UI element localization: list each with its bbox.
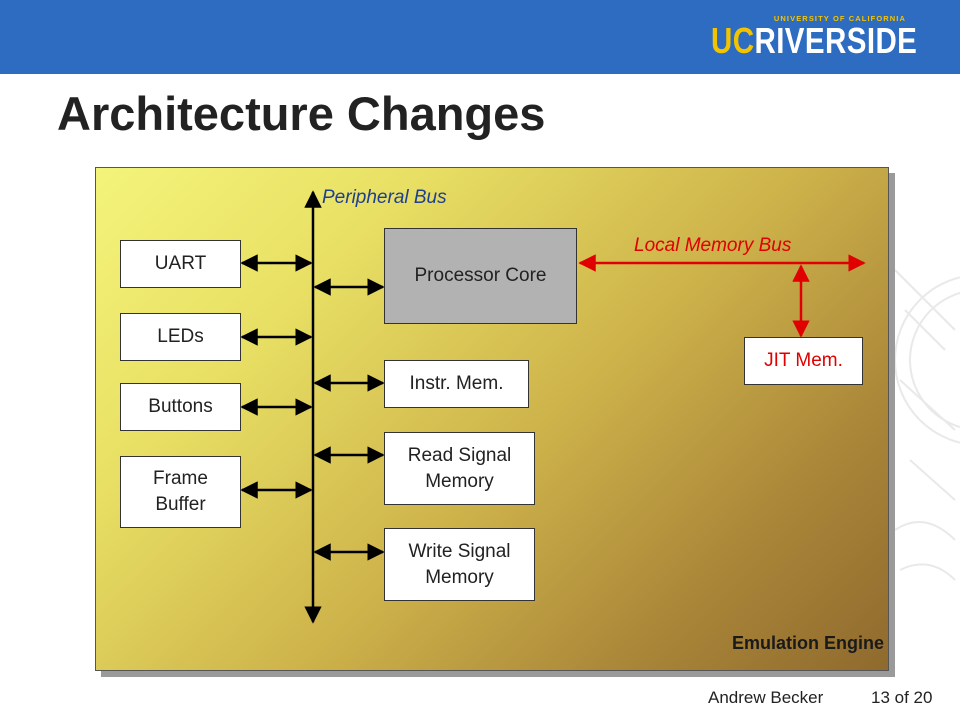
buttons-box: Buttons (120, 383, 241, 431)
logo-name: RIVERSIDE (754, 20, 918, 61)
logo-uc: UC (711, 20, 755, 61)
page-title: Architecture Changes (57, 87, 546, 140)
uart-box: UART (120, 240, 241, 288)
ucr-logo: UNIVERSITY OF CALIFORNIA UCRIVERSIDE (711, 12, 917, 62)
emulation-engine-label: Emulation Engine (731, 633, 884, 653)
processor-core-box: Processor Core (384, 228, 577, 324)
leds-box: LEDs (120, 313, 241, 361)
write-signal-memory-box: Write Signal Memory (384, 528, 535, 601)
header-band (0, 0, 960, 74)
frame-buffer-box: Frame Buffer (120, 456, 241, 528)
author-footer: Andrew Becker (708, 688, 824, 707)
logo-wordmark: UCRIVERSIDE (711, 20, 917, 62)
read-signal-memory-box: Read Signal Memory (384, 432, 535, 505)
seal-watermark (894, 269, 960, 581)
logo-top-text: UNIVERSITY OF CALIFORNIA (773, 14, 906, 23)
jit-mem-box: JIT Mem. (744, 337, 863, 385)
instr-mem-box: Instr. Mem. (384, 360, 529, 408)
local-memory-bus-label: Local Memory Bus (634, 235, 792, 256)
page-number: 13 of 20 (871, 688, 933, 707)
peripheral-bus-label: Peripheral Bus (322, 187, 447, 208)
